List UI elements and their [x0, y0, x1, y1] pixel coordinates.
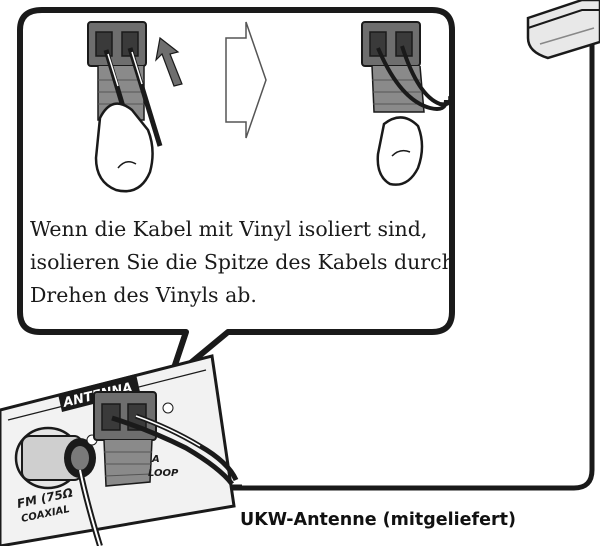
step2-wire-right [400, 45, 453, 107]
antenna-end-piece [526, 0, 600, 60]
am-label: A [151, 454, 160, 465]
antenna-wire [230, 37, 595, 491]
callout-line-3: Drehen des Vinyls ab. [30, 283, 257, 307]
step-transition-arrow [225, 21, 267, 139]
loop-label: LOOP [148, 468, 179, 479]
callout-line-2: isolieren Sie die Spitze des Kabels durc… [30, 250, 455, 274]
antenna-caption: UKW-Antenne (mitgeliefert) [240, 510, 517, 530]
rear-panel: ANTENNA FM (75Ω COAXIAL A LOOP [0, 354, 239, 546]
step1-wire-right [127, 47, 163, 147]
callout-line-1: Wenn die Kabel mit Vinyl isoliert sind, [30, 217, 428, 241]
panel-wire-upper [111, 415, 234, 486]
step1-terminal-illustration [87, 21, 183, 193]
callout-text: Wenn die Kabel mit Vinyl isoliert sind, … [30, 213, 510, 312]
insert-arrow [155, 36, 183, 87]
step1-finger [94, 102, 154, 193]
antenna-wire-inner [232, 43, 589, 485]
step2-terminal-illustration [361, 21, 453, 186]
